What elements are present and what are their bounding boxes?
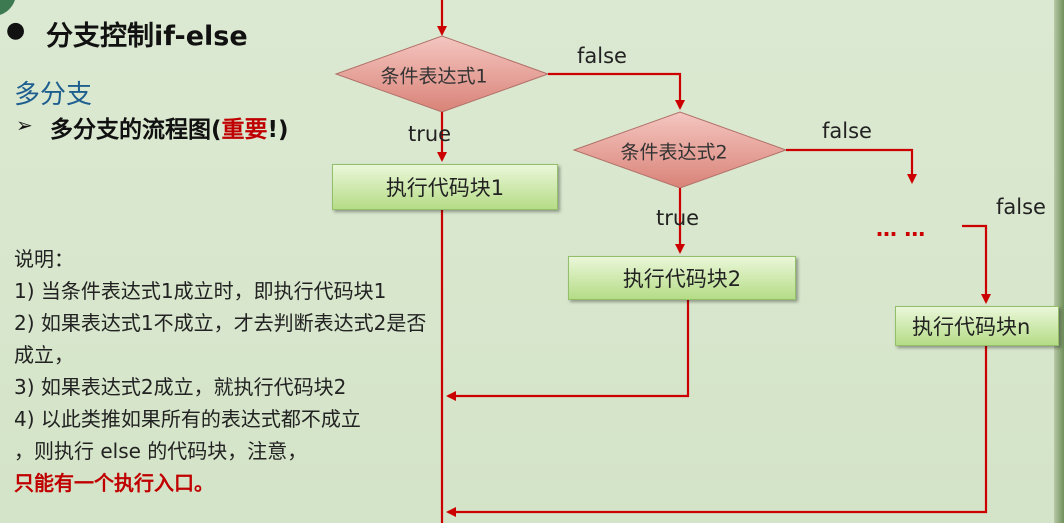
true-label-2: true [656,206,700,230]
false-arrow-3 [962,224,991,304]
process-block-n: 执行代码块n [895,306,1059,346]
subtitle-suffix: !) [267,117,289,143]
arrow-bullet-icon: ➢ [16,113,33,137]
false-label-3: false [996,195,1046,219]
subtitle-prefix: 多分支的流程图( [50,117,222,143]
return-arrow-n [446,346,988,517]
process-block-2: 执行代码块2 [568,256,796,300]
slide-title: 分支控制if-else [46,21,248,52]
process-block-1-label: 执行代码块1 [385,176,505,200]
notes-line: ，则执行 else 的代码块，注意， [14,439,308,463]
section-subtitle: 多分支的流程图(重要!) [50,110,289,144]
decision-1-label: 条件表达式1 [380,65,488,88]
section-heading: 多分支 [14,80,93,110]
notes-line: 1) 当条件表达式1成立时，即执行代码块1 [14,279,387,303]
notes-line: 成立， [14,343,74,367]
notes-warning: 只能有一个执行入口。 [14,471,214,495]
notes-heading: 说明： [14,247,74,271]
notes-block: 说明： 1) 当条件表达式1成立时，即执行代码块1 2) 如果表达式1不成立，才… [14,243,426,499]
notes-line: 4) 以此类推如果所有的表达式都不成立 [14,407,361,431]
true-label-1: true [408,122,452,146]
false-arrow-2 [786,148,917,184]
process-block-n-label: 执行代码块n [912,315,1031,339]
ellipsis-label: … … [876,217,926,241]
process-block-2-label: 执行代码块2 [622,267,742,291]
false-label-2: false [822,119,872,143]
decorative-edge [1054,0,1064,523]
notes-line: 2) 如果表达式1不成立，才去判断表达式2是否 [14,311,427,335]
bullet-icon: ● [6,18,26,43]
return-arrow-2 [446,298,690,401]
subtitle-emphasis: 重要 [221,117,268,143]
notes-line: 3) 如果表达式2成立，就执行代码块2 [14,375,347,399]
process-block-1: 执行代码块1 [332,164,558,210]
decision-2-label: 条件表达式2 [620,141,728,164]
false-label-1: false [577,44,627,68]
false-arrow-1 [548,72,685,110]
